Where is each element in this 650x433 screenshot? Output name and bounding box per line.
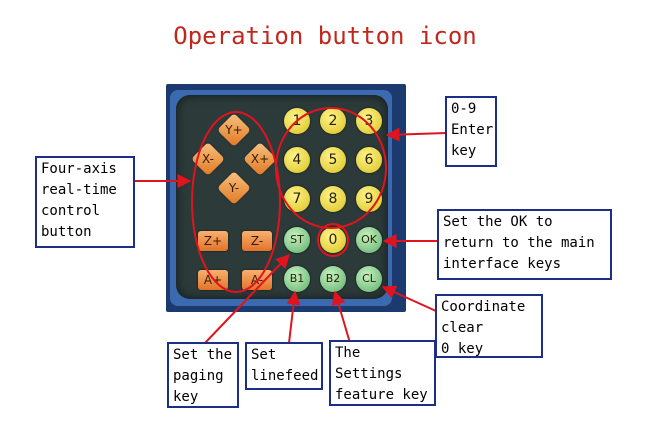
callout-line: linefeed xyxy=(251,368,319,384)
callout-line: Set xyxy=(251,347,277,363)
digit-6-key[interactable]: 6 xyxy=(356,147,382,173)
callout-line: Set the OK to xyxy=(443,214,553,230)
arrow-enter-key xyxy=(385,127,447,142)
callout-line: key xyxy=(451,143,477,159)
callout-enter-key: 0-9 Enter key xyxy=(445,96,497,167)
callout-line: paging xyxy=(173,368,224,384)
callout-line: interface keys xyxy=(443,256,562,272)
digit-8-key[interactable]: 8 xyxy=(320,186,346,212)
digit-4-key[interactable]: 4 xyxy=(284,147,310,173)
callout-line: clear xyxy=(441,320,484,336)
callout-line: Enter xyxy=(451,122,494,138)
callout-paging: Set the paging key xyxy=(167,342,239,408)
callout-line: Set the xyxy=(173,347,233,363)
digit-0-key[interactable]: 0 xyxy=(320,227,346,253)
axis-group-ellipse xyxy=(191,111,281,293)
callout-line: 0-9 xyxy=(451,101,477,117)
x-plus-label: X+ xyxy=(250,152,270,166)
callout-line: feature key xyxy=(335,387,428,403)
arrow-settings xyxy=(331,290,351,344)
callout-coord-clear: Coordinate clear 0 key xyxy=(435,294,543,358)
callout-line: Coordinate xyxy=(441,299,526,315)
z-minus-key[interactable]: Z- xyxy=(242,231,272,251)
callout-settings: The Settings feature key xyxy=(329,340,436,406)
st-key[interactable]: ST xyxy=(284,227,310,253)
callout-ok-key: Set the OK to return to the main interfa… xyxy=(437,209,612,280)
callout-line: control xyxy=(41,203,101,219)
callout-line: real-time xyxy=(41,182,117,198)
ok-key[interactable]: OK xyxy=(356,227,382,253)
cl-key[interactable]: CL xyxy=(356,266,382,292)
arrow-paging xyxy=(204,253,290,344)
callout-linefeed: Set linefeed xyxy=(245,342,323,390)
digit-group-ellipse xyxy=(275,107,387,229)
x-minus-label: X- xyxy=(202,152,214,166)
digit-7-key[interactable]: 7 xyxy=(284,186,310,212)
arrow-coord-clear xyxy=(381,285,437,312)
y-plus-label: Y+ xyxy=(225,123,243,137)
y-minus-label: Y- xyxy=(228,181,240,195)
digit-2-key[interactable]: 2 xyxy=(320,108,346,134)
digit-5-key[interactable]: 5 xyxy=(320,147,346,173)
callout-line: The xyxy=(335,345,361,361)
callout-line: button xyxy=(41,224,92,240)
callout-line: key xyxy=(173,389,199,405)
callout-line: Four-axis xyxy=(41,161,117,177)
b2-key[interactable]: B2 xyxy=(320,266,346,292)
zero-key-ellipse xyxy=(317,223,349,257)
callout-line: 0 key xyxy=(441,341,484,357)
z-plus-key[interactable]: Z+ xyxy=(198,231,228,251)
callout-line: Settings xyxy=(335,366,403,382)
page-title: Operation button icon xyxy=(173,22,477,50)
digit-3-key[interactable]: 3 xyxy=(356,108,382,134)
callout-line: return to the main xyxy=(443,235,595,251)
callout-four-axis: Four-axis real-time control button xyxy=(35,156,135,248)
b1-key[interactable]: B1 xyxy=(284,266,310,292)
arrow-linefeed xyxy=(286,290,301,344)
